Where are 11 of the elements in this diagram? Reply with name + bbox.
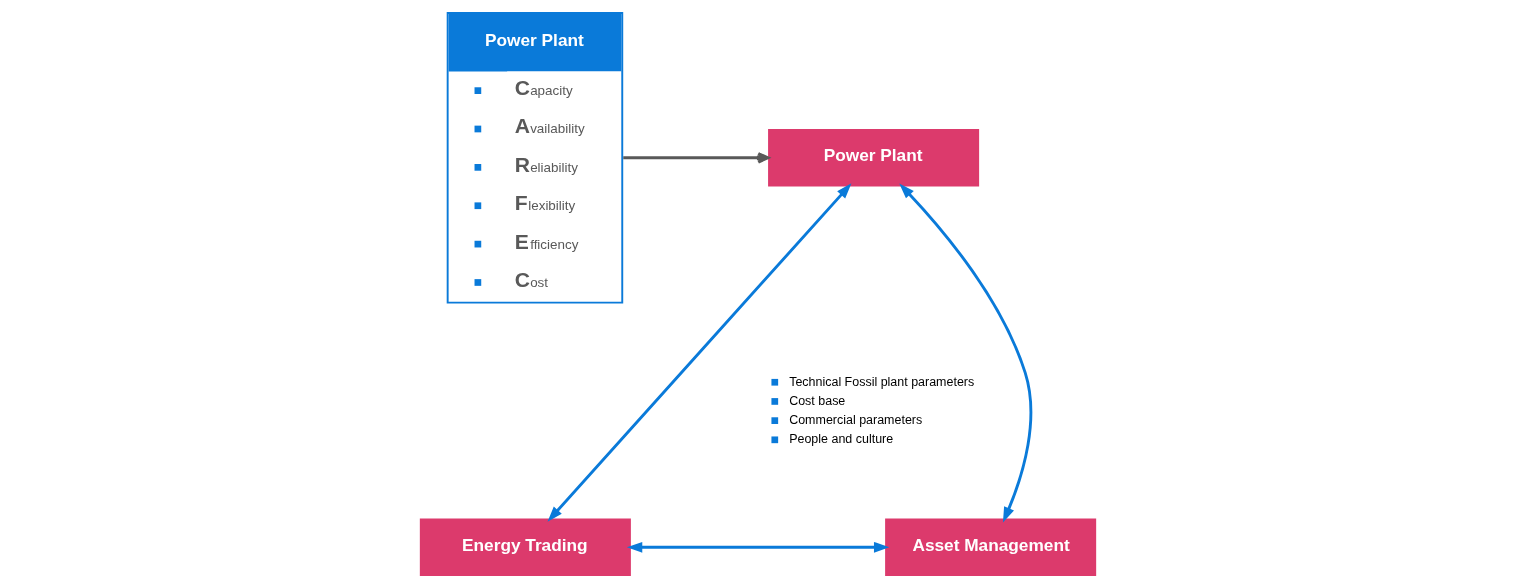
node-label: Commercial parameters [788,412,922,427]
arrow [626,541,889,553]
node-box: Energy Trading [419,518,631,577]
node-label: Cost base [788,393,845,408]
arrow [622,152,769,164]
node-box: Asset Management [884,518,1096,577]
node-box: Power Plant [767,129,979,187]
arrow [898,183,1032,523]
node-label: Technical Fossil plant parameters [788,374,974,389]
node-label: People and culture [788,432,893,447]
arrow [547,183,851,522]
